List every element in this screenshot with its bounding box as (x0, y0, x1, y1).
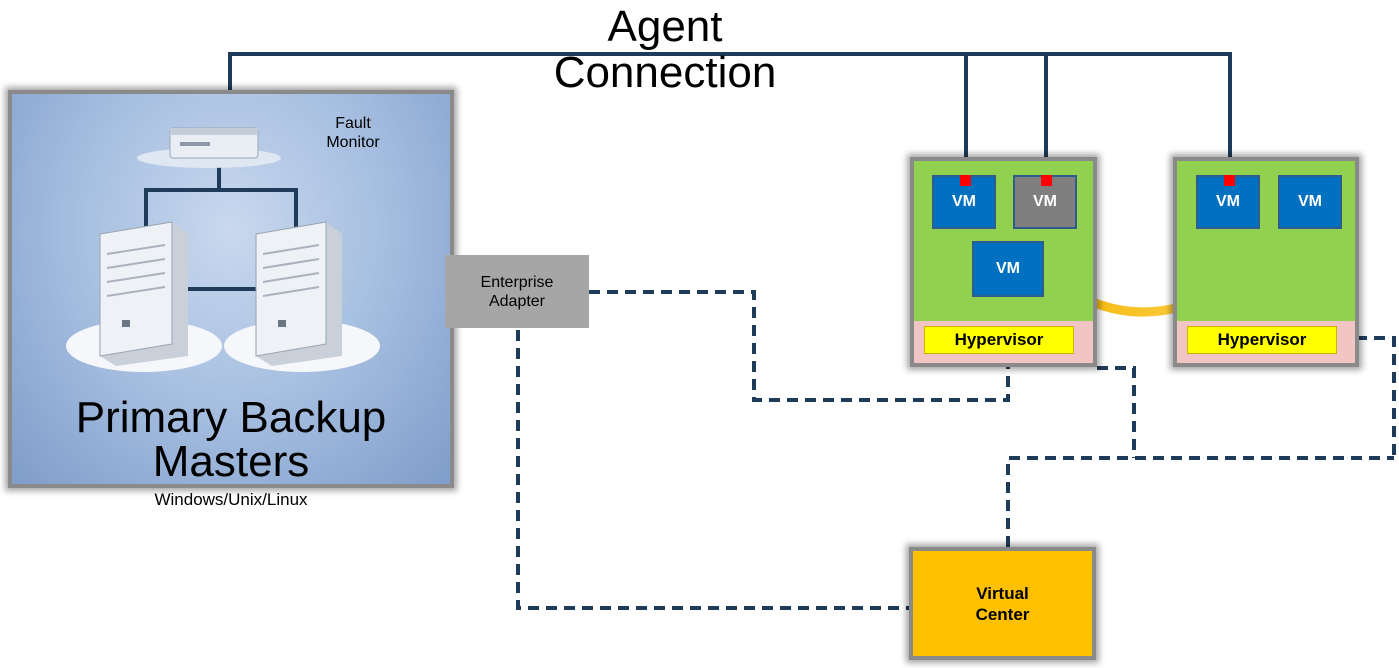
agent-marker-icon (960, 175, 971, 186)
enterprise-adapter-line1: Enterprise (480, 273, 554, 291)
host1-vm-3: VM (972, 241, 1044, 297)
virtual-center-box: Virtual Center (909, 547, 1096, 660)
host2-vm-2: VM (1278, 175, 1342, 229)
agent-marker-icon (1224, 175, 1235, 186)
primary-backup-masters-title: Primary Backup Masters (12, 396, 450, 484)
host1-hypervisor: Hypervisor (924, 326, 1074, 354)
agent-marker-icon (1041, 175, 1052, 186)
host-2: VM VM Hypervisor (1173, 157, 1359, 367)
server-tower-right-icon (224, 221, 380, 372)
virtual-center-line1: Virtual (976, 583, 1029, 603)
host2-hypervisor: Hypervisor (1187, 326, 1337, 354)
agent-connection-title: Agent Connection (520, 4, 810, 96)
os-platforms-label: Windows/Unix/Linux (154, 490, 308, 509)
fault-monitor-line1: Fault (335, 115, 371, 132)
primary-title-line1: Primary Backup (75, 393, 387, 442)
primary-backup-masters-panel: Fault Monitor Primary Backup Masters Win… (8, 90, 454, 509)
enterprise-adapter-box: Enterprise Adapter (445, 255, 589, 328)
server-tower-left-icon (66, 221, 222, 372)
fault-monitor-icon (137, 127, 281, 168)
agent-connection-line2: Connection (553, 48, 777, 97)
agent-connection-line1: Agent (607, 2, 723, 51)
enterprise-adapter-line2: Adapter (488, 292, 546, 310)
virtual-center-line2: Center (975, 604, 1030, 624)
fault-monitor-line2: Monitor (326, 134, 380, 151)
host-1: VM VM VM Hypervisor (910, 157, 1097, 367)
server-cluster-illustration (66, 127, 380, 372)
primary-title-line2: Masters (152, 437, 310, 486)
fault-monitor-label: Fault Monitor (308, 114, 398, 152)
management-dashed-lines (516, 290, 1396, 610)
